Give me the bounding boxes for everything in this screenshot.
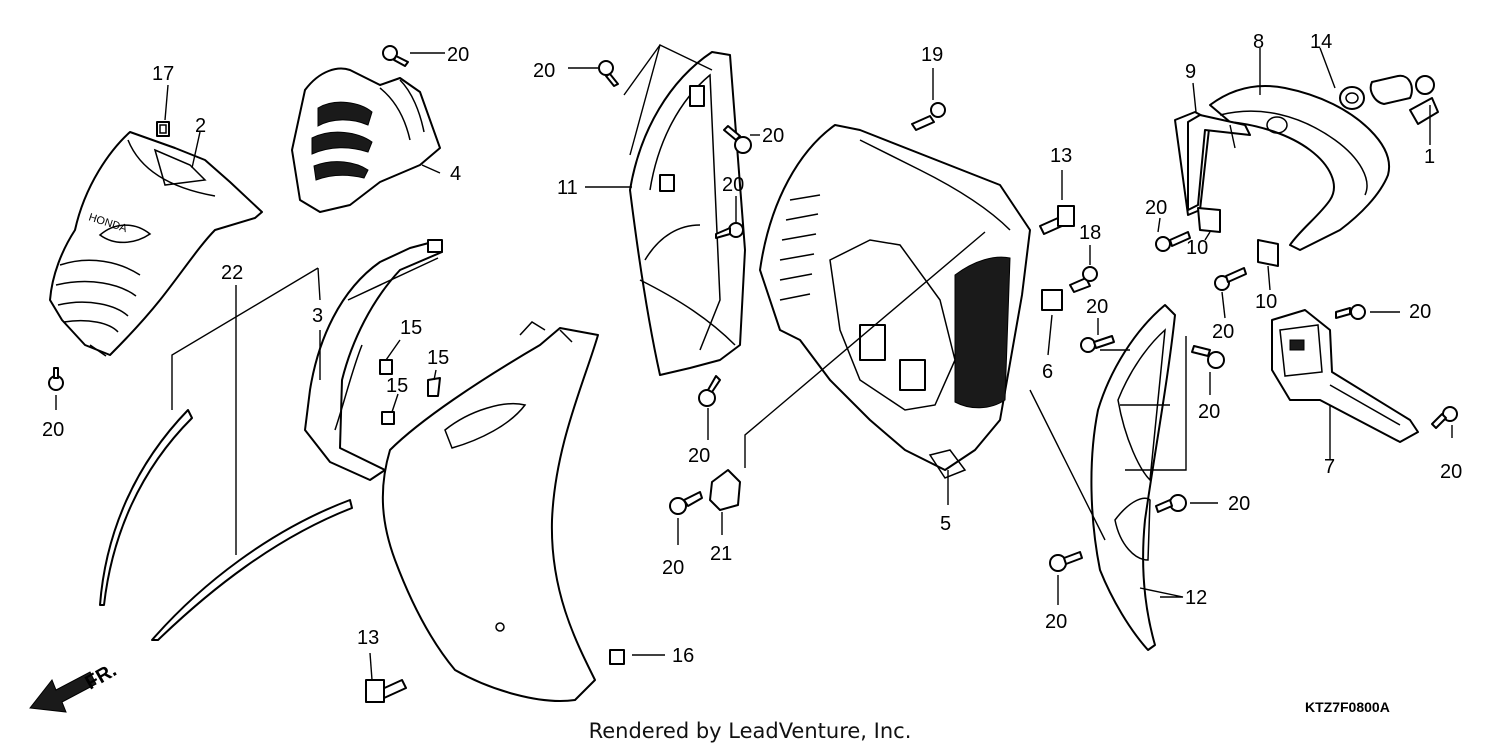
- screw-part-19[interactable]: [911, 102, 946, 131]
- callout-20-m: 20: [1440, 461, 1462, 483]
- bracket-part-21[interactable]: [709, 469, 741, 511]
- callout-13-lower: 13: [357, 627, 379, 649]
- screw-part-20[interactable]: [48, 45, 1458, 572]
- bolt-part-13-lower[interactable]: [365, 679, 407, 703]
- clip-part-16[interactable]: [609, 649, 625, 665]
- front-panel-outer[interactable]: [381, 321, 599, 702]
- inner-vent-part-4[interactable]: [291, 67, 441, 213]
- callout-4: 4: [450, 163, 461, 185]
- callout-20-b: 20: [533, 60, 555, 82]
- inner-side-panel-part-11[interactable]: [629, 51, 746, 376]
- callout-12: 12: [1185, 587, 1207, 609]
- callout-16: 16: [672, 645, 694, 667]
- drawing-code: KTZ7F0800A: [1305, 699, 1390, 715]
- nut-part-14[interactable]: [1339, 86, 1365, 110]
- callout-20-h: 20: [1145, 197, 1167, 219]
- clip-part-17[interactable]: [156, 121, 170, 137]
- callout-19: 19: [921, 44, 943, 66]
- callout-20-k: 20: [1198, 401, 1220, 423]
- callout-20-d: 20: [722, 174, 744, 196]
- callout-8: 8: [1253, 31, 1264, 53]
- callout-21: 21: [710, 543, 732, 565]
- bracket-part-9[interactable]: [1187, 114, 1251, 211]
- credit-line: Rendered by LeadVenture, Inc.: [589, 719, 912, 743]
- callout-14: 14: [1310, 31, 1332, 53]
- callout-20-g: 20: [662, 557, 684, 579]
- screw-part-18[interactable]: [1069, 266, 1098, 293]
- switch-part-7[interactable]: [1271, 309, 1419, 443]
- callout-10-left: 10: [1186, 237, 1208, 259]
- stripe-part-22[interactable]: [99, 409, 353, 641]
- inner-box-part-5[interactable]: [759, 124, 1031, 479]
- callout-15-b: 15: [427, 347, 449, 369]
- callout-20-c: 20: [762, 125, 784, 147]
- leader-lines: [55, 44, 1453, 681]
- callout-6: 6: [1042, 361, 1053, 383]
- callout-13-upper: 13: [1050, 145, 1072, 167]
- callout-15-c: 15: [386, 375, 408, 397]
- lock-part-1[interactable]: [1369, 74, 1439, 125]
- callout-20-e: 20: [42, 419, 64, 441]
- callout-10-right: 10: [1255, 291, 1277, 313]
- callout-9: 9: [1185, 61, 1196, 83]
- callout-20-o: 20: [1045, 611, 1067, 633]
- callout-11: 11: [557, 177, 578, 199]
- callout-20-l: 20: [1409, 301, 1431, 323]
- side-panel-part-12[interactable]: [1090, 304, 1176, 651]
- clip-part-15[interactable]: [379, 359, 441, 425]
- callout-20-i: 20: [1086, 296, 1108, 318]
- callout-20-n: 20: [1228, 493, 1250, 515]
- callout-17: 17: [152, 63, 174, 85]
- bracket-part-10[interactable]: [1197, 207, 1279, 267]
- callout-2: 2: [195, 115, 206, 137]
- front-cover-part-2[interactable]: HONDA: [49, 131, 263, 357]
- front-direction-arrow: FR.: [29, 659, 120, 713]
- front-inner-panel-part-3[interactable]: [304, 239, 443, 481]
- callout-1: 1: [1424, 146, 1435, 168]
- callout-3: 3: [312, 305, 323, 327]
- clip-part-6[interactable]: [1041, 289, 1063, 311]
- callout-labels: 1 2 3 4 5 6 7 8 9 10 10 11 12 13 13 14 1…: [42, 31, 1462, 667]
- callout-7: 7: [1324, 456, 1335, 478]
- screw-part-13-upper[interactable]: [1039, 205, 1075, 235]
- callout-15-a: 15: [400, 317, 422, 339]
- callout-5: 5: [940, 513, 951, 535]
- callout-20-f: 20: [688, 445, 710, 467]
- callout-18: 18: [1079, 222, 1101, 244]
- callout-22: 22: [221, 262, 243, 284]
- callout-20-j: 20: [1212, 321, 1234, 343]
- callout-20-a: 20: [447, 44, 469, 66]
